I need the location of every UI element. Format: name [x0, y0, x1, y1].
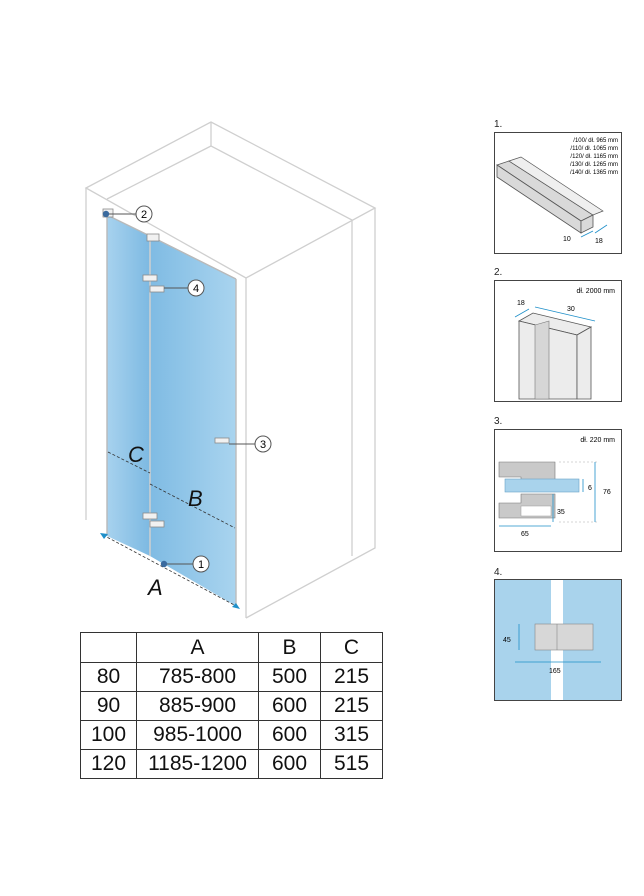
table-header-row: A B C — [80, 632, 383, 663]
table-cell-size: 100 — [80, 720, 137, 750]
table-cell-b: 600 — [258, 720, 321, 750]
detail-3-dim-35: 35 — [557, 509, 565, 516]
table-row: 120 1185-1200 600 515 — [80, 749, 383, 779]
detail-4-hinge: 45 165 — [495, 580, 621, 700]
detail-4-box: 45 165 — [494, 579, 622, 701]
detail-4-dim-45: 45 — [503, 637, 511, 644]
callout-leaders — [107, 213, 255, 565]
detail-3-number: 3. — [494, 416, 503, 427]
table-cell-c: 215 — [320, 662, 383, 692]
detail-1-profile: /100/ dł. 965 mm /110/ dł. 1065 mm /120/… — [496, 138, 618, 245]
callout-2-label: 2 — [141, 209, 147, 221]
detail-2-box: dł. 2000 mm 18 30 — [494, 280, 622, 402]
callout-3-label: 3 — [260, 439, 266, 451]
detail-1-box: /100/ dł. 965 mm /110/ dł. 1065 mm /120/… — [494, 132, 622, 254]
table-cell-b: 600 — [258, 691, 321, 721]
dimension-a-line — [100, 533, 240, 609]
callout-2: 2 — [135, 205, 153, 223]
table-header-size — [80, 632, 137, 663]
callout-3: 3 — [254, 435, 272, 453]
callout-1-label: 1 — [198, 559, 204, 571]
detail-4-number: 4. — [494, 567, 503, 578]
detail-1-length-4: /130/ dł. 1265 mm — [570, 162, 618, 168]
table-cell-size: 120 — [80, 749, 137, 779]
table-cell-size: 80 — [80, 662, 137, 692]
detail-1-length-5: /140/ dł. 1365 mm — [570, 170, 618, 176]
detail-1-number: 1. — [494, 119, 503, 130]
callout-1: 1 — [192, 555, 210, 573]
table-cell-c: 315 — [320, 720, 383, 750]
callout-dots — [102, 210, 168, 568]
detail-3-length: dł. 220 mm — [580, 437, 615, 444]
detail-4-dim-165: 165 — [549, 668, 561, 675]
shower-door-drawing: C B A 1 2 3 4 — [84, 121, 377, 619]
detail-2-length: dł. 2000 mm — [576, 288, 615, 295]
detail-2-profile: dł. 2000 mm 18 30 — [514, 288, 615, 400]
table-cell-a: 985-1000 — [136, 720, 259, 750]
enclosure-walls — [84, 121, 377, 619]
table-header-c: C — [320, 632, 383, 663]
table-cell-a: 785-800 — [136, 662, 259, 692]
detail-3-dim-6: 6 — [588, 485, 592, 492]
dimension-label-a: A — [146, 575, 163, 600]
detail-3-dim-76: 76 — [603, 489, 611, 496]
detail-1-length-1: /100/ dł. 965 mm — [573, 138, 618, 144]
table-cell-b: 600 — [258, 749, 321, 779]
detail-1-length-3: /120/ dł. 1165 mm — [570, 154, 618, 160]
table-cell-c: 215 — [320, 691, 383, 721]
detail-1-dim-18: 18 — [595, 238, 603, 245]
detail-3-clamp: dł. 220 mm 76 6 35 65 — [498, 437, 615, 538]
table-cell-a: 1185-1200 — [136, 749, 259, 779]
dimension-label-c: C — [128, 442, 144, 467]
detail-3-box: dł. 220 mm 76 6 35 65 — [494, 429, 622, 552]
detail-3-dim-65: 65 — [521, 531, 529, 538]
dimension-label-b: B — [188, 486, 203, 511]
detail-2-number: 2. — [494, 267, 503, 278]
callout-4-label: 4 — [193, 283, 199, 295]
dimensions-table: A B C 80 785-800 500 215 90 885-900 600 … — [80, 632, 383, 779]
detail-1-length-2: /110/ dł. 1065 mm — [570, 146, 618, 152]
callout-4: 4 — [187, 279, 205, 297]
table-cell-a: 885-900 — [136, 691, 259, 721]
dimension-lines — [107, 451, 236, 529]
detail-2-dim-30: 30 — [567, 306, 575, 313]
detail-2-dim-18: 18 — [517, 300, 525, 307]
table-header-b: B — [258, 632, 321, 663]
table-row: 80 785-800 500 215 — [80, 662, 383, 692]
table-header-a: A — [136, 632, 259, 663]
table-row: 90 885-900 600 215 — [80, 691, 383, 721]
table-cell-size: 90 — [80, 691, 137, 721]
table-cell-c: 515 — [320, 749, 383, 779]
table-row: 100 985-1000 600 315 — [80, 720, 383, 750]
table-cell-b: 500 — [258, 662, 321, 692]
glass-panels — [106, 214, 237, 606]
detail-1-dim-10: 10 — [563, 236, 571, 243]
